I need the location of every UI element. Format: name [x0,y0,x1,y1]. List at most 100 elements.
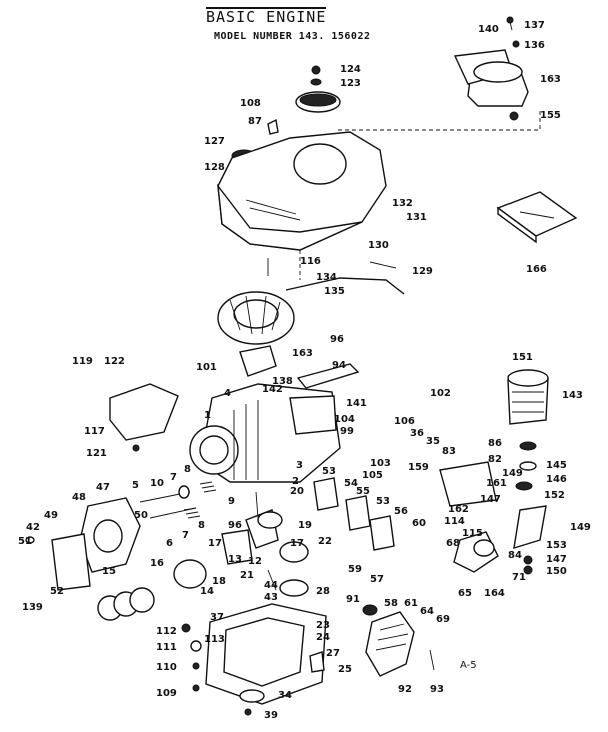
crankcase-cover [25,497,141,591]
sheet-code: A-5 [460,660,477,671]
callout-56: 56 [394,506,408,517]
callout-151: 151 [512,352,533,363]
cam-gear [267,541,309,597]
callout-163: 163 [540,74,561,85]
callout-48: 48 [72,492,86,503]
callout-10: 10 [150,478,164,489]
callout-84: 84 [508,550,522,561]
callout-19: 19 [298,520,312,531]
callout-68: 68 [446,538,460,549]
callout-49: 49 [44,510,58,521]
callout-53b: 53 [376,496,390,507]
callout-16: 16 [150,558,164,569]
gaskets [313,477,395,551]
callout-13: 13 [228,554,242,565]
carburetor [439,461,547,575]
callout-161: 161 [486,478,507,489]
callout-35: 35 [426,436,440,447]
callout-53: 53 [322,466,336,477]
flywheel [217,291,295,377]
valve-train [139,481,217,519]
callout-7: 7 [170,472,177,483]
callout-22: 22 [318,536,332,547]
callout-101: 101 [196,362,217,373]
callout-131: 131 [406,212,427,223]
callout-145: 145 [546,460,567,471]
callout-9: 9 [228,496,235,507]
callout-7b: 7 [182,530,189,541]
title-overline [206,7,326,9]
callout-82: 82 [488,454,502,465]
crankshaft [173,491,283,589]
callout-labels: 137 140 136 163 155 124 123 108 87 127 1… [18,20,591,721]
callout-108: 108 [240,98,261,109]
fasteners-left [181,623,202,692]
callout-115: 115 [462,528,483,539]
air-cleaner [231,65,341,163]
callout-57: 57 [370,574,384,585]
callout-121: 121 [86,448,107,459]
callout-17: 17 [208,538,222,549]
callout-129: 129 [412,266,433,277]
callout-15: 15 [102,566,116,577]
callout-130: 130 [368,240,389,251]
callout-139: 139 [22,602,43,613]
callout-155: 155 [540,110,561,121]
callout-1: 1 [204,410,211,421]
callout-106: 106 [394,416,415,427]
callout-8: 8 [184,464,191,475]
callout-132: 132 [392,198,413,209]
callout-65: 65 [458,588,472,599]
callout-146: 146 [546,474,567,485]
callout-27: 27 [326,648,340,659]
callout-21: 21 [240,570,254,581]
linkage-rods [267,258,405,295]
callout-59: 59 [348,564,362,575]
callout-114: 114 [444,516,465,527]
callout-47: 47 [96,482,110,493]
callout-44: 44 [264,580,278,591]
callout-14: 14 [200,586,214,597]
model-number: MODEL NUMBER 143. 156022 [214,31,371,42]
callout-24: 24 [316,632,330,643]
callout-137: 137 [524,20,545,31]
diagram-title: BASIC ENGINE [206,8,327,26]
callout-4: 4 [224,388,231,399]
callout-142: 142 [262,384,283,395]
air-vane [109,383,179,452]
callout-91: 91 [346,594,360,605]
callout-96b: 96 [228,520,242,531]
callout-61: 61 [404,598,418,609]
callout-37: 37 [210,612,224,623]
callout-8b: 8 [198,520,205,531]
callout-54: 54 [344,478,358,489]
callout-111: 111 [156,642,177,653]
callout-166: 166 [526,264,547,275]
callout-12: 12 [248,556,262,567]
callout-3: 3 [296,460,303,471]
callout-104: 104 [334,414,355,425]
callout-134: 134 [316,272,337,283]
callout-25: 25 [338,664,352,675]
callout-28: 28 [316,586,330,597]
callout-42: 42 [26,522,40,533]
callout-105: 105 [362,470,383,481]
callout-128: 128 [204,162,225,173]
callout-140: 140 [478,24,499,35]
callout-55: 55 [356,486,370,497]
piston-rings [97,587,155,621]
callout-135: 135 [324,286,345,297]
callout-150: 150 [546,566,567,577]
callout-152: 152 [544,490,565,501]
callout-149b: 149 [570,522,591,533]
callout-162: 162 [448,504,469,515]
callout-116: 116 [300,256,321,267]
callout-112: 112 [156,626,177,637]
callout-92: 92 [398,684,412,695]
callout-164: 164 [484,588,505,599]
manual-booklet [496,191,578,244]
callout-17b: 17 [290,538,304,549]
callout-52: 52 [50,586,64,597]
callout-83: 83 [442,446,456,457]
